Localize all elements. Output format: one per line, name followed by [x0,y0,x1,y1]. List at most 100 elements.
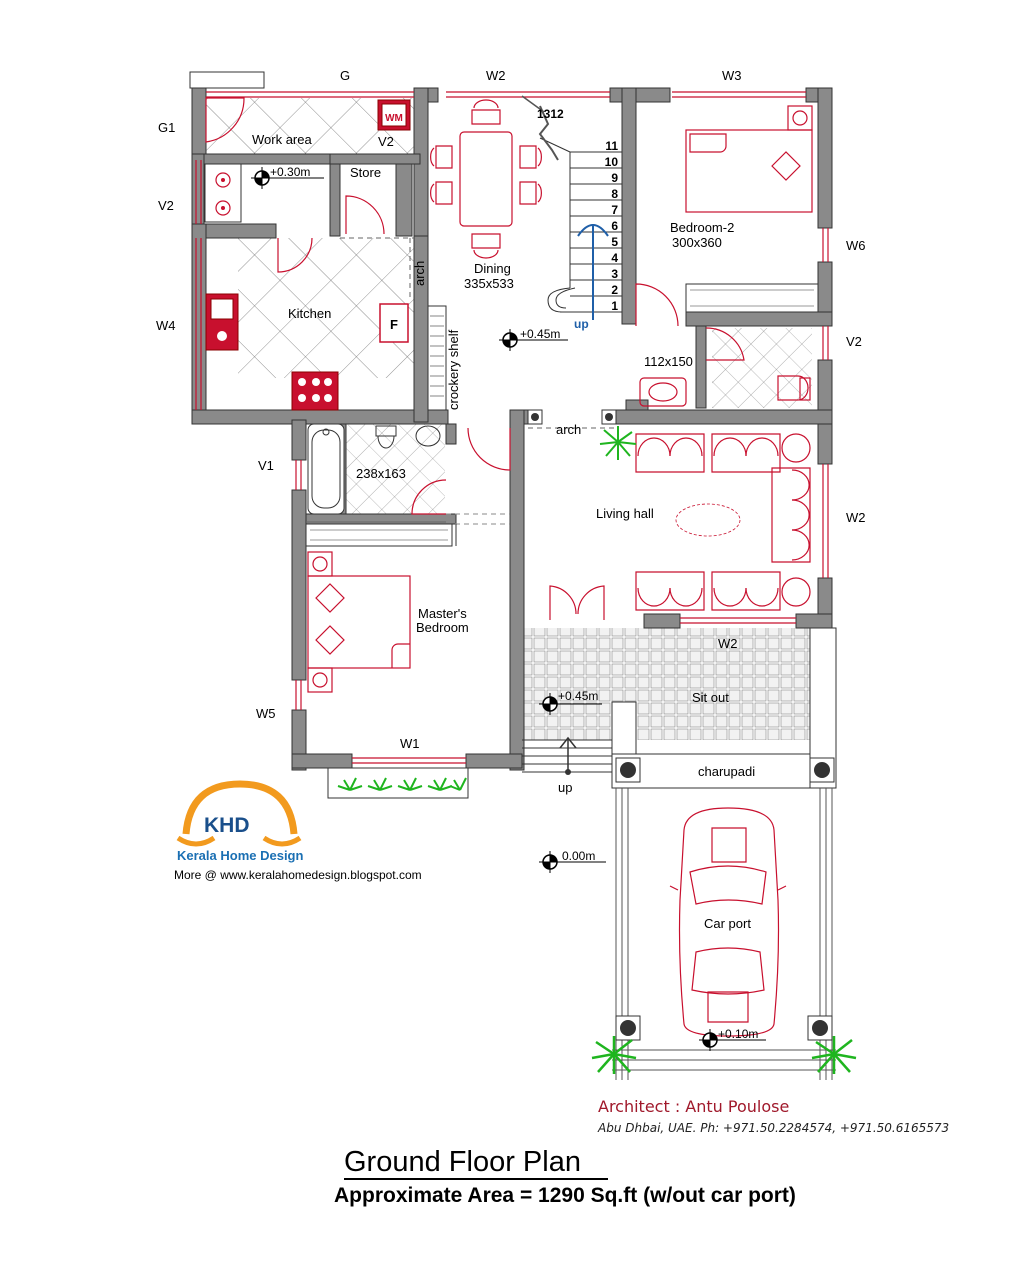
stair-step-numbers: 1 2 3 4 5 6 7 8 9 10 11 [605,139,619,313]
plan-area: Approximate Area = 1290 Sq.ft (w/out car… [334,1184,796,1207]
master-wardrobe [305,523,453,547]
label-kitchen: Kitchen [288,306,331,321]
svg-text:6: 6 [611,219,618,233]
svg-text:9: 9 [611,171,618,185]
entry-arrow [559,736,577,774]
svg-text:1: 1 [611,299,618,313]
wc [777,375,809,401]
win-w2-sitout: W2 [718,636,738,651]
label-arch-living: arch [556,422,581,437]
label-car-port: Car port [704,916,751,931]
brand-link[interactable]: More @ www.keralahomedesign.blogspot.com [174,868,422,882]
stove-counter [204,163,242,223]
master-bath-door [411,479,447,515]
win-v1: V1 [258,458,274,473]
svg-text:3: 3 [611,267,618,281]
kitchen-door [277,237,313,273]
label-master-bath: 238x163 [356,466,406,481]
level-dining: +0.45m [520,327,560,341]
dining-door [467,427,511,471]
label-dining-size: 335x533 [464,276,514,291]
bath-floor [345,422,445,514]
level-work: +0.30m [270,165,310,179]
label-master-1: Master's [418,606,467,621]
label-arch-vertical: arch [412,261,427,286]
architect-credit: Architect : Antu Poulose [598,1097,790,1116]
fridge-label: F [390,317,398,332]
store-door [345,195,385,235]
win-w5: W5 [256,706,276,721]
label-bedroom2: Bedroom-2 [670,220,734,235]
washbasin [639,377,687,407]
svg-text:10: 10 [605,155,619,169]
label-small-bath: 112x150 [644,354,693,369]
dining-table [459,131,513,227]
plan-title: Ground Floor Plan [344,1146,581,1178]
svg-text:5: 5 [611,235,618,249]
svg-text:8: 8 [611,187,618,201]
sitout-columns [615,757,835,783]
master-wc [375,425,397,449]
win-w1: W1 [400,736,420,751]
plant-icon [599,426,637,460]
win-w2-top: W2 [486,68,506,83]
carport-columns [615,1015,833,1041]
crockery-shelf [427,305,447,411]
architect-contact: Abu Dhbai, UAE. Ph: +971.50.2284574, +97… [598,1121,950,1135]
small-bath-floor [712,328,812,408]
win-v2-left: V2 [158,198,174,213]
planter-plants [337,777,467,791]
coffee-table [675,503,741,537]
stair-break-line [538,105,559,161]
bedroom2-bed [685,105,813,213]
svg-text:11: 11 [605,139,618,153]
win-g1: G1 [158,120,175,135]
bath-door [705,327,745,361]
level-ground: 0.00m [562,849,595,863]
label-living: Living hall [596,506,654,521]
label-work-area: Work area [252,132,312,147]
label-entry-up: up [558,780,572,795]
wm-label: WM [385,113,403,124]
svg-text:7: 7 [611,203,618,217]
level-markers [251,167,721,1051]
master-basin [415,425,441,447]
stair-up-label: up [574,317,589,331]
khd-logo [176,780,302,847]
label-store: Store [350,165,381,180]
burner-icon [215,200,231,216]
columns [527,409,617,425]
dining-chairs [430,99,542,259]
label-crockery: crockery shelf [446,329,461,410]
label-sit-out: Sit out [692,690,729,705]
brand-name: Kerala Home Design [177,848,304,863]
main-door-left [549,585,577,620]
win-v2-right: V2 [846,334,862,349]
level-sitout: +0.45m [558,689,598,703]
win-w2-right: W2 [846,510,866,525]
carport-plant-right [811,1036,857,1074]
win-w4: W4 [156,318,176,333]
staircase [539,137,622,313]
fridge [379,303,409,343]
label-charupadi: charupadi [698,764,755,779]
label-dining: Dining [474,261,511,276]
carport-plant-left [591,1036,637,1074]
walls [191,87,833,771]
win-g: G [340,68,350,83]
entry-canopy [189,71,265,89]
title-underline [344,1178,608,1180]
label-bedroom2-size: 300x360 [672,235,722,250]
khd-logo-text: KHD [204,814,250,837]
level-carport: +0.10m [718,1027,758,1041]
master-bed [307,551,411,693]
svg-text:2: 2 [611,283,618,297]
sitout-steps [522,739,612,773]
windows [195,91,829,764]
svg-text:4: 4 [611,251,618,265]
stair-arrow [577,224,609,320]
living-sofas [635,433,811,611]
win-v2-work: V2 [378,134,394,149]
burner-icon [215,172,231,188]
